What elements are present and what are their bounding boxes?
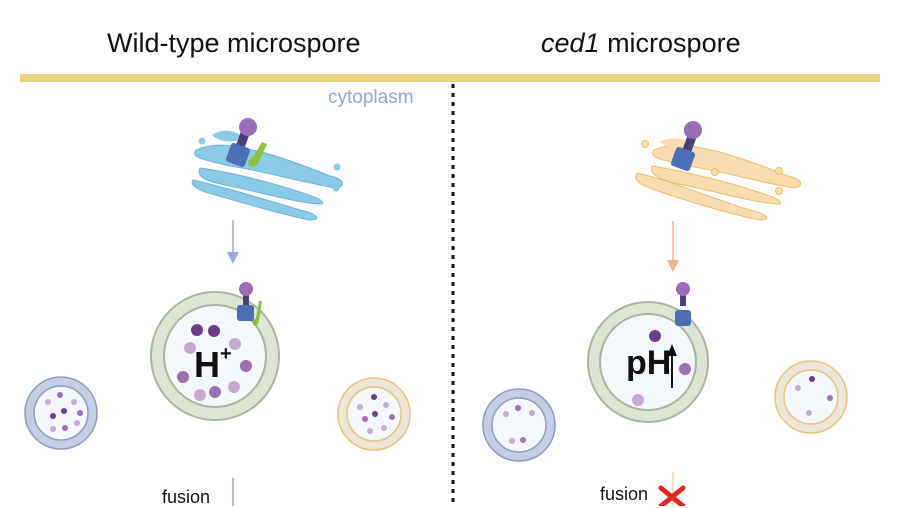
proton-charge: + (220, 343, 232, 365)
ced1-title: ced1 microspore (541, 28, 741, 59)
v-atpase-wild-type-vacuole (237, 282, 254, 321)
v-atpase-wild-type-golgi (226, 118, 257, 167)
wild-type-title: Wild-type microspore (107, 28, 361, 58)
header-bar (20, 74, 880, 82)
proton-symbol: H (194, 344, 220, 385)
fusion-blocked-x-icon (658, 485, 686, 506)
golgi-ced1 (635, 138, 802, 221)
yellow-vesicle-wt (337, 377, 411, 451)
ced1-protein-golgi (248, 142, 267, 167)
v-atpase-ced1-golgi (671, 121, 702, 171)
blue-vesicle-wt (24, 376, 98, 450)
vacuole-wild-type (150, 291, 280, 421)
fusion-label-wt: fusion (162, 487, 211, 507)
proton-label: H+ (194, 343, 232, 386)
ced1-title-rest: microspore (599, 28, 741, 58)
blue-vesicle-ced1 (482, 388, 556, 462)
fusion-label-ced1: fusion (600, 484, 649, 504)
ced1-protein-vacuole (252, 301, 262, 326)
golgi-wild-type (191, 130, 344, 221)
ced1-gene-name: ced1 (541, 28, 600, 58)
v-atpase-ced1-vacuole (675, 282, 691, 326)
cytoplasm-label: cytoplasm (328, 87, 414, 108)
yellow-vesicle-ced1 (774, 360, 848, 434)
ph-label: pH (626, 344, 672, 382)
ph-up-arrow-icon (667, 344, 677, 388)
